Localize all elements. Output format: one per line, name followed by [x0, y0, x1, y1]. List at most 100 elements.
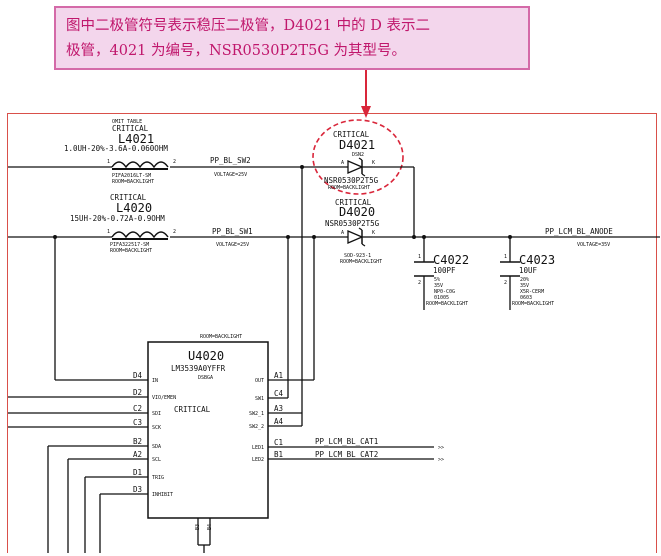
c4022-dielectric: NP0-C0G [434, 289, 455, 295]
l4020-group: ROOM=BACKLIGHT [110, 248, 152, 254]
u4020-pin-name-inhibit: INHIBIT [152, 492, 173, 498]
u4020-pin-ball-a3: A3 [274, 404, 283, 413]
l4020-ref: L4020 [116, 201, 152, 215]
capacitor-c4022: 1 2 C4022 100PF 5% 35V NP0-C0G 01005 ROO… [414, 253, 469, 307]
l4020-pin1: 1 [107, 229, 110, 235]
u4020-pin-name-sw2-2: SW2_2 [249, 424, 264, 430]
d4020-critical: CRITICAL [335, 198, 372, 207]
u4020-pin-name-sck: SCK [152, 425, 161, 431]
c4022-ref: C4022 [433, 253, 469, 267]
u4020-pin-ball-c1: C1 [274, 438, 283, 447]
c4023-volt: 35V [520, 283, 529, 289]
u4020-pin-ball-c3: C3 [133, 418, 142, 427]
u4020-pin-ball-c2: C2 [133, 404, 142, 413]
l4020-critical: CRITICAL [110, 193, 147, 202]
u4020-pin-ball-a1: A1 [274, 371, 283, 380]
capacitor-c4023: 1 2 C4023 10UF 20% 35V X5R-CERM 0603 ROO… [500, 253, 555, 307]
u4020-critical: CRITICAL [174, 405, 211, 414]
u4020-pin-name-trig: TRIG [152, 475, 164, 481]
l4021-pin2: 2 [173, 159, 176, 165]
diode-d4020: CRITICAL D4020 NSR0530P2T5G A K SOD-923-… [325, 198, 382, 265]
u4020-pkg: DSBGA [198, 375, 213, 381]
callout-arrow [312, 70, 404, 195]
l4021-ref: L4021 [118, 132, 154, 146]
u4020-ref: U4020 [188, 349, 224, 363]
u4020-pin-name-sdi: SDI [152, 411, 161, 417]
inductor-l4020: CRITICAL L4020 15UH-20%-0.72A-0.9OHM 1 2… [70, 193, 176, 254]
d4021-pkg: DSN2 [352, 152, 364, 158]
u4020-pin-name-vio-emen: VIO/EMEN [152, 395, 176, 401]
ic-u4020: ROOM=BACKLIGHT U4020 LM3539A0YFFR DSBGA … [133, 334, 284, 530]
u4020-pin-name-led1: LED1 [252, 445, 264, 451]
d4020-pkg: SOD-923-1 [344, 253, 371, 259]
u4020-pin-name-scl: SCL [152, 457, 161, 463]
l4020-pin2: 2 [173, 229, 176, 235]
net-pp-lcm-bl-cat1: PP_LCM_BL_CAT1 [315, 437, 378, 446]
l4021-group: ROOM=BACKLIGHT [112, 179, 154, 185]
u4020-pin-name-sda: SDA [152, 444, 161, 450]
net-pp-bl-sw2: PP_BL_SW2 [210, 156, 251, 165]
c4022-value: 100PF [433, 266, 456, 275]
d4021-critical: CRITICAL [333, 130, 370, 139]
u4020-room: ROOM=BACKLIGHT [200, 334, 242, 340]
annotation-line-1: 图中二极管符号表示稳压二极管，D4021 中的 D 表示二 [66, 18, 430, 34]
u4020-pin-ball-a2: A2 [133, 450, 142, 459]
offpage-cat1: >> [438, 445, 444, 451]
d4020-part: NSR0530P2T5G [325, 219, 380, 228]
u4020-pin-ball-c4: C4 [274, 389, 284, 398]
offpage-cat2: >> [438, 457, 444, 463]
c4022-volt: 35V [434, 283, 443, 289]
net-sw2-voltage: VOLTAGE=25V [214, 172, 247, 178]
d4020-group: ROOM=BACKLIGHT [340, 259, 382, 265]
u4020-pin-name-out: OUT [255, 378, 264, 384]
l4021-part: PIFA2016LT-SM [112, 173, 151, 179]
net-pp-lcm-bl-anode: PP_LCM_BL_ANODE [545, 227, 613, 236]
d4020-cathode: K [372, 230, 375, 236]
c4022-pin2: 2 [418, 280, 421, 286]
d4021-anode: A [341, 160, 344, 166]
u4020-pin-name-sw1: SW1 [255, 396, 264, 402]
u4020-pin-name-in: IN [152, 378, 158, 384]
net-pp-bl-sw1: PP_BL_SW1 [212, 227, 253, 236]
annotation-callout-box: 图中二极管符号表示稳压二极管，D4021 中的 D 表示二 极管，4021 为编… [54, 6, 530, 70]
u4020-pin-ball-b1: B1 [274, 450, 283, 459]
net-pp-lcm-bl-cat2: PP_LCM_BL_CAT2 [315, 450, 378, 459]
d4021-cathode: K [372, 160, 375, 166]
junction-dots [53, 165, 512, 239]
u4020-gnd-b4: B4 [207, 524, 213, 530]
diode-d4021: CRITICAL D4021 DSN2 A K NSR0530P2T5G ROO… [324, 130, 379, 191]
l4021-note: OMIT TABLE [112, 119, 142, 125]
d4020-anode: A [341, 230, 344, 236]
inductor-l4021: OMIT TABLE CRITICAL L4021 1.0UH-20%-3.6A… [64, 119, 176, 185]
d4021-part: NSR0530P2T5G [324, 176, 379, 185]
u4020-pin-ball-d1: D1 [133, 468, 142, 477]
u4020-pin-name-sw2-1: SW2_1 [249, 411, 264, 417]
u4020-gnd-b3: B3 [195, 524, 201, 530]
c4023-tol: 20% [520, 277, 529, 283]
annotation-line-2: 极管，4021 为编号，NSR0530P2T5G 为其型号。 [66, 43, 407, 59]
c4023-pin1: 1 [504, 254, 507, 260]
c4023-size: 0603 [520, 295, 532, 301]
net-sw1-voltage: VOLTAGE=25V [216, 242, 249, 248]
l4021-spec: 1.0UH-20%-3.6A-0.060OHM [64, 144, 168, 153]
c4022-size: 01005 [434, 295, 449, 301]
u4020-pin-ball-d3: D3 [133, 485, 142, 494]
c4022-pin1: 1 [418, 254, 421, 260]
u4020-pin-ball-d4: D4 [133, 371, 143, 380]
wires [8, 166, 660, 553]
c4022-group: ROOM=BACKLIGHT [426, 301, 468, 307]
u4020-pin-ball-d2: D2 [133, 388, 142, 397]
c4023-dielectric: X5R-CERM [520, 289, 544, 295]
c4023-pin2: 2 [504, 280, 507, 286]
net-anode-voltage: VOLTAGE=35V [577, 242, 610, 248]
l4020-part: PIFA322517-SM [110, 242, 149, 248]
d4021-group: ROOM=BACKLIGHT [328, 185, 370, 191]
c4023-ref: C4023 [519, 253, 555, 267]
c4023-group: ROOM=BACKLIGHT [512, 301, 554, 307]
u4020-part: LM3539A0YFFR [171, 364, 226, 373]
schematic-frame [7, 113, 657, 553]
u4020-pin-ball-b2: B2 [133, 437, 142, 446]
u4020-pin-name-led2: LED2 [252, 457, 264, 463]
